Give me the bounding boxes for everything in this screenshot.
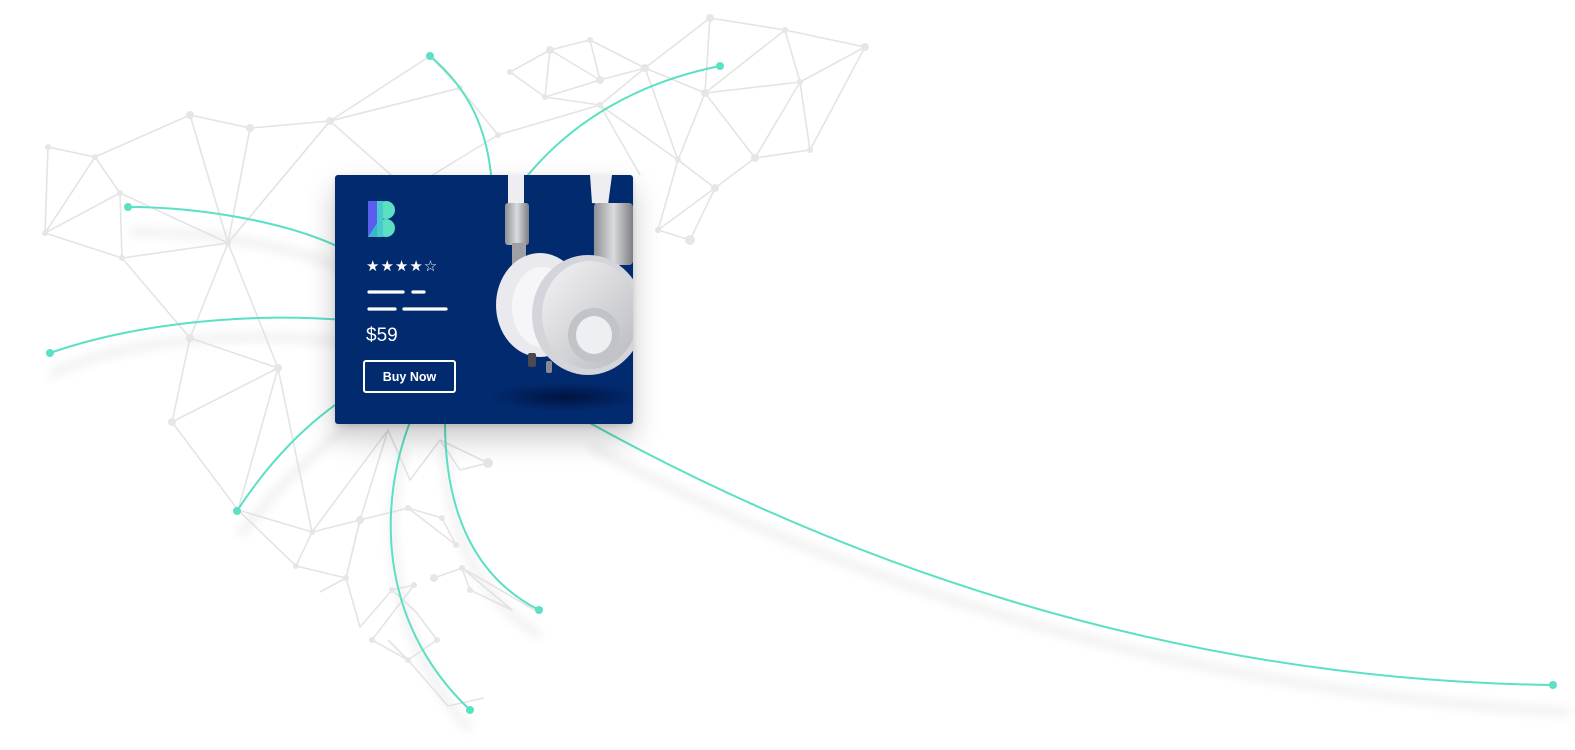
connection-line — [49, 316, 346, 354]
connection-line — [587, 421, 1554, 686]
buy-now-button[interactable]: Buy Now — [363, 360, 456, 393]
line-shadows — [48, 228, 1571, 733]
headphones-image — [490, 175, 633, 411]
connection-lines — [49, 55, 1554, 711]
connection-line — [519, 65, 721, 186]
brand-logo — [368, 201, 395, 237]
product-price: $59 — [366, 325, 398, 346]
connection-line — [444, 421, 540, 611]
network-nodes — [42, 14, 869, 663]
connection-line — [389, 421, 471, 711]
connection-line — [429, 55, 493, 186]
product-card[interactable]: ★★★★☆ $59 Buy Now — [335, 175, 633, 424]
connection-line — [127, 206, 346, 251]
description-placeholder — [367, 290, 448, 311]
rating-stars: ★★★★☆ — [366, 257, 439, 275]
connection-nodes — [46, 52, 1557, 714]
